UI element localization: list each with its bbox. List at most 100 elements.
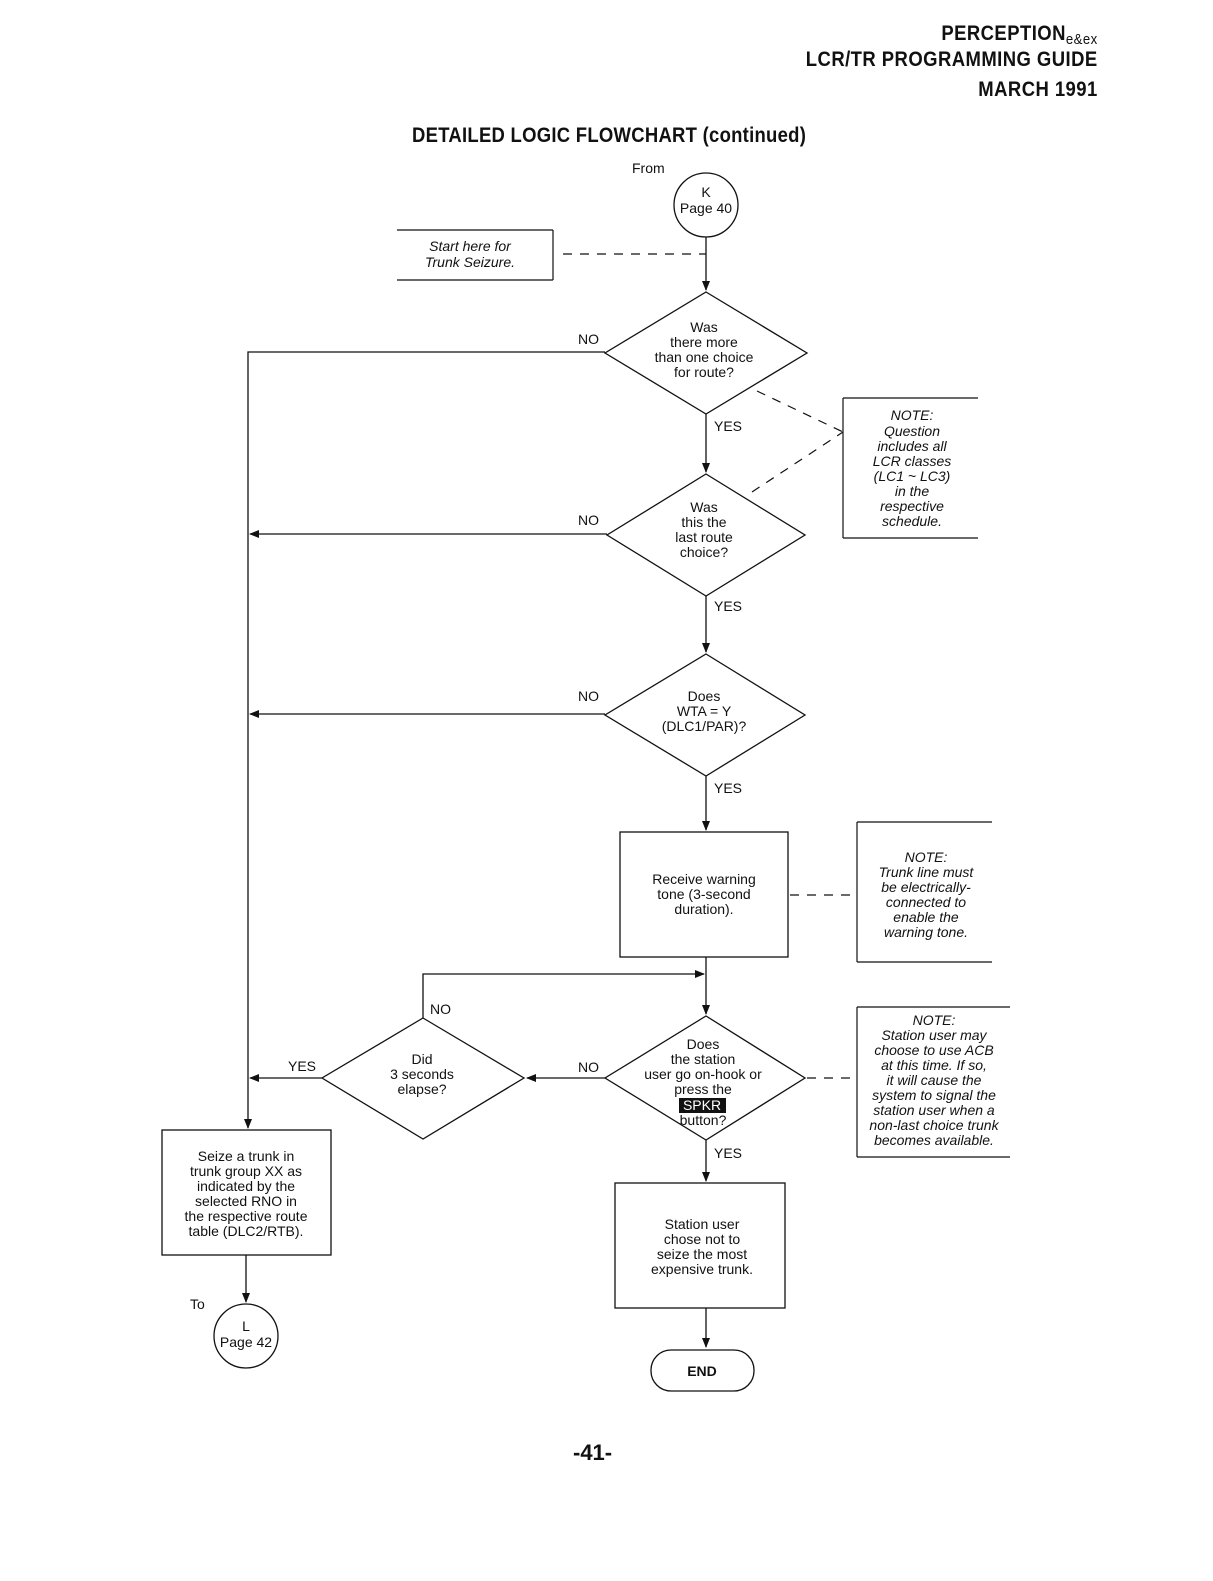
- decision-2-line-4: choice?: [680, 544, 728, 560]
- decision-4-line-3: user go on-hook or: [644, 1066, 762, 1082]
- decision-3-no-label: NO: [578, 688, 599, 704]
- decision-2-line-3: last route: [675, 529, 733, 545]
- note-1-line-7: respective: [880, 498, 944, 514]
- note-3-line-1: NOTE:: [913, 1012, 956, 1028]
- header-line-3: MARCH 1991: [978, 78, 1098, 101]
- decision-wta-equals-y: Does WTA = Y (DLC1/PAR)?: [603, 653, 807, 777]
- note-2-line-2: Trunk line must: [879, 864, 975, 880]
- process-seize-trunk: Seize a trunk in trunk group XX as indic…: [161, 1129, 332, 1256]
- note-acb: NOTE: Station user may choose to use ACB…: [856, 1006, 1010, 1158]
- spkr-key-label: SPKR: [683, 1097, 721, 1113]
- start-note: Start here for Trunk Seizure.: [397, 229, 554, 281]
- from-label: From: [632, 160, 665, 176]
- note-2-line-1: NOTE:: [905, 849, 948, 865]
- decision-4-line-2: the station: [671, 1051, 736, 1067]
- decision-4-line-5: button?: [680, 1112, 727, 1128]
- decision-3-line-1: Does: [688, 688, 721, 704]
- to-connector-letter: L: [242, 1318, 250, 1334]
- decision-3-line-2: WTA = Y: [677, 703, 732, 719]
- note-3-line-2: Station user may: [881, 1027, 987, 1043]
- decision-4-yes-label: YES: [714, 1145, 742, 1161]
- decision-5-line-1: Did: [411, 1051, 432, 1067]
- note-2-line-5: enable the: [893, 909, 959, 925]
- end-terminator: END: [650, 1349, 755, 1392]
- note-1-line-3: includes all: [877, 438, 947, 454]
- decision-1-line-4: for route?: [674, 364, 734, 380]
- note-1-dashed-link: [751, 431, 844, 493]
- decision-1-yes-label: YES: [714, 418, 742, 434]
- seize-line-2: trunk group XX as: [190, 1163, 302, 1179]
- process-station-user-chose: Station user chose not to seize the most…: [614, 1182, 786, 1309]
- decision-2-line-2: this the: [681, 514, 726, 530]
- start-note-line-1: Start here for: [429, 238, 512, 254]
- station-line-4: expensive trunk.: [651, 1261, 753, 1277]
- warning-line-3: duration).: [674, 901, 733, 917]
- decision-4-line-4: press the: [674, 1081, 732, 1097]
- note-3-line-6: system to signal the: [872, 1087, 996, 1103]
- seize-line-5: the respective route: [185, 1208, 308, 1224]
- loop-back-arrow: [422, 970, 705, 1018]
- note-2-line-6: warning tone.: [884, 924, 968, 940]
- decision-last-route-choice: Was this the last route choice?: [605, 473, 807, 597]
- decision-1-line-3: than one choice: [655, 349, 754, 365]
- decision-5-line-2: 3 seconds: [390, 1066, 454, 1082]
- note-trunk-line: NOTE: Trunk line must be electrically- c…: [856, 821, 992, 963]
- process-receive-warning-tone: Receive warning tone (3-second duration)…: [619, 831, 789, 958]
- header-line-2: LCR/TR PROGRAMMING GUIDE: [806, 48, 1098, 71]
- note-lcr-classes: NOTE: Question includes all LCR classes …: [842, 397, 978, 539]
- decision-3-yes-label: YES: [714, 780, 742, 796]
- from-connector-letter: K: [701, 184, 711, 200]
- to-connector-page: Page 42: [220, 1334, 272, 1350]
- decision-1-line-1: Was: [690, 319, 717, 335]
- to-connector: L Page 42: [213, 1303, 279, 1369]
- note-3-line-8: non-last choice trunk: [869, 1117, 999, 1133]
- warning-line-1: Receive warning: [652, 871, 756, 887]
- station-line-3: seize the most: [657, 1246, 747, 1262]
- spkr-key-icon: [679, 1098, 726, 1113]
- note-3-line-3: choose to use ACB: [874, 1042, 993, 1058]
- page-title: DETAILED LOGIC FLOWCHART (continued): [412, 124, 807, 147]
- seize-line-6: table (DLC2/RTB).: [189, 1223, 304, 1239]
- note-1-dashed-link: [756, 390, 844, 433]
- seize-line-3: indicated by the: [197, 1178, 295, 1194]
- to-label: To: [190, 1296, 205, 1312]
- warning-line-2: tone (3-second: [657, 886, 750, 902]
- note-3-line-5: it will cause the: [887, 1072, 982, 1088]
- note-1-line-8: schedule.: [882, 513, 942, 529]
- left-bus-line: [244, 351, 605, 1129]
- start-note-line-2: Trunk Seizure.: [425, 254, 515, 270]
- decision-5-line-3: elapse?: [397, 1081, 446, 1097]
- from-connector-page: Page 40: [680, 200, 732, 216]
- note-1-line-1: NOTE:: [891, 407, 934, 423]
- decision-2-no-label: NO: [578, 512, 599, 528]
- decision-3-seconds-elapsed: Did 3 seconds elapse?: [320, 1017, 526, 1140]
- decision-on-hook-or-spkr: Does the station user go on-hook or pres…: [603, 1015, 807, 1141]
- decision-5-yes-label: YES: [288, 1058, 316, 1074]
- decision-5-no-label: NO: [430, 1001, 451, 1017]
- station-line-2: chose not to: [664, 1231, 740, 1247]
- note-3-line-7: station user when a: [873, 1102, 995, 1118]
- note-1-line-4: LCR classes: [873, 453, 952, 469]
- decision-3-line-3: (DLC1/PAR)?: [662, 718, 747, 734]
- station-line-1: Station user: [665, 1216, 740, 1232]
- note-1-line-2: Question: [884, 423, 940, 439]
- page-number: -41-: [573, 1440, 613, 1465]
- decision-2-yes-label: YES: [714, 598, 742, 614]
- note-1-line-5: (LC1 ~ LC3): [874, 468, 951, 484]
- decision-more-than-one-choice: Was there more than one choice for route…: [603, 291, 809, 415]
- decision-1-line-2: there more: [670, 334, 738, 350]
- decision-4-line-1: Does: [687, 1036, 720, 1052]
- seize-line-1: Seize a trunk in: [198, 1148, 295, 1164]
- header-line-1: PERCEPTIONe&ex: [941, 22, 1098, 48]
- decision-1-no-label: NO: [578, 331, 599, 347]
- note-2-line-4: connected to: [886, 894, 966, 910]
- note-1-line-6: in the: [895, 483, 929, 499]
- from-connector: K Page 40: [673, 172, 739, 238]
- note-2-line-3: be electrically-: [881, 879, 971, 895]
- note-3-line-9: becomes available.: [874, 1132, 994, 1148]
- decision-4-no-label: NO: [578, 1059, 599, 1075]
- note-3-line-4: at this time. If so,: [881, 1057, 987, 1073]
- end-label: END: [687, 1363, 717, 1379]
- decision-2-line-1: Was: [690, 499, 717, 515]
